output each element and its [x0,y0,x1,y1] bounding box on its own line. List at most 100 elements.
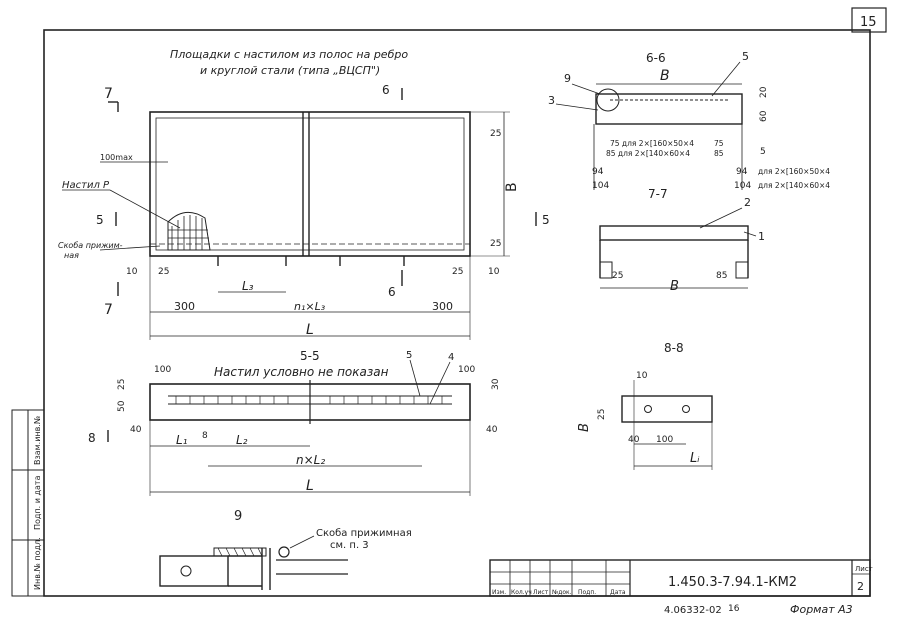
sec77-dim-25: 25 [612,271,623,281]
skoba-label-2: ная [64,251,79,260]
dim-300-left: 300 [174,300,195,313]
sec55-dim-L1: L₁ [176,433,188,447]
left-strip: Инв.№ подл. Подп. и дата Взам.инв.№ [11,409,45,597]
drawing-title: Площадки с настилом из полос на ребро [170,48,408,61]
sec55-40-right: 40 [486,425,498,435]
tb-col-ndok: №док. [552,589,572,596]
sec55-label-4: 4 [448,352,454,363]
plan-section-5-left: 5 [96,213,104,227]
strip-podp-data: Подп. и дата [33,475,42,530]
sec88-dim-B: B [577,423,592,432]
sec66-row2-right: 85 [714,149,724,158]
tb-col-list: Лист [533,589,549,596]
sec66-dim-20: 20 [759,86,769,98]
sec55-dim-nL2: n×L₂ [296,453,325,467]
plan-view: 7 7 6 6 5 5 100max Настил Р Скоба прижим… [58,83,550,340]
sec77-dim-B: B [670,279,679,294]
strip-inv-podl: Инв.№ подл. [33,537,42,590]
tb-col-podp: Подп. [578,589,596,596]
tb-col-kol: Кол.уч [511,589,532,596]
sec66-row2: 85 для 2×[140×60×4 [606,149,690,158]
sec77-label-1: 1 [758,230,765,243]
archive-sub: 16 [728,604,740,614]
sec55-dim-L2: L₂ [236,433,248,447]
sec66-note-r1: для 2×[160×50×4 [758,167,830,176]
sec66-row1-right: 75 [714,139,724,148]
sec66-dim-B: B [660,68,670,84]
page-number-box [851,7,887,33]
detail-9: 9 Скоба прижимная см. п. 3 [159,509,412,590]
dim-10-left: 10 [126,267,138,277]
sec66-94-right: 94 [736,167,748,177]
drawing-title-line2: и круглой стали (типа „ВЦСП") [200,64,380,77]
sec66-note-r2: для 2×[140×60×4 [758,181,830,190]
tb-sheet-no: 2 [857,580,864,593]
sec66-label-5: 5 [742,50,749,63]
sec77-title: 7-7 [648,187,668,201]
sec55-dim-25: 25 [117,379,127,390]
doc-code: 1.450.3-7.94.1-КМ2 [668,575,797,590]
plan-section-7-bottom: 7 [104,302,113,318]
sheet-frame [43,29,871,597]
dim-300-right: 300 [432,300,453,313]
dim-L3: L₃ [242,279,254,293]
sec55-section-8: 8 [88,431,96,445]
sec55-note: Настил условно не показан [214,365,389,379]
plan-dim-L: L [306,322,314,338]
plan-section-6-bottom: 6 [388,285,396,299]
note-100max: 100max [100,153,133,162]
sec66-title: 6-6 [646,51,666,65]
sec55-40-left: 40 [130,425,142,435]
sec88-dim-100: 100 [656,435,673,445]
sec55-100-right: 100 [458,365,475,375]
dim-25-top: 25 [490,129,501,139]
sec66-dim-60: 60 [759,110,769,122]
sec66-94-left: 94 [592,167,604,177]
sec88-dim-25: 25 [597,409,607,420]
sec88-dim-Li: Lᵢ [690,451,700,466]
sec55-dim-30: 30 [491,378,501,390]
plan-section-5-right: 5 [542,213,550,227]
dim-10-right: 10 [488,267,500,277]
sec66-row1: 75 для 2×[160×50×4 [610,139,694,148]
sec88-title: 8-8 [664,341,684,355]
detail9-title: 9 [234,509,242,524]
strip-vzam-inv: Взам.инв.№ [33,415,42,465]
sec66-label-9: 9 [564,72,571,85]
sec55-dim-L: L [306,478,314,494]
section-7-7: 7-7 2 1 25 85 B [599,187,765,294]
nastil-label: Настил Р [62,180,110,191]
sec55-dim-50: 50 [117,400,127,412]
sec55-100-left: 100 [154,365,171,375]
section-6-6: 6-6 B 9 3 5 5 20 60 75 для 2×[160×50×4 7… [548,50,830,191]
sec66-104-left: 104 [592,181,609,191]
sec55-label-5: 5 [406,350,412,361]
sec66-label-5b: 5 [760,147,766,157]
page-number: 15 [860,15,877,30]
tb-col-data: Дата [610,589,626,596]
sec66-label-3: 3 [548,94,555,107]
tb-list-label: Лист [855,565,873,573]
dim-n1L3: n₁×L₃ [294,300,326,313]
title-block: Изм. Кол.уч Лист №док. Подп. Дата 1.450.… [489,559,873,597]
detail9-note-2: см. п. 3 [330,540,369,551]
skoba-label: Скоба прижим- [58,241,123,250]
dim-25-right: 25 [452,267,463,277]
sec88-dim-40: 40 [628,435,640,445]
format-label: Формат А3 [790,603,853,616]
detail9-note: Скоба прижимная [316,528,412,539]
plan-section-6-top: 6 [382,83,390,97]
tb-col-izm: Изм. [492,589,506,596]
archive-number: 4.06332-02 [664,605,722,616]
dim-25-bottom: 25 [490,239,501,249]
dim-25-left: 25 [158,267,169,277]
sec66-104-right: 104 [734,181,751,191]
sec88-dim-10: 10 [636,371,648,381]
sec55-dim-8: 8 [202,431,208,441]
section-5-5: 5-5 Настил условно не показан 100 100 5 … [88,349,501,496]
sec55-title: 5-5 [300,349,320,363]
sec77-dim-85: 85 [716,271,727,281]
plan-dim-B: B [504,182,520,192]
sec77-label-2: 2 [744,196,751,209]
